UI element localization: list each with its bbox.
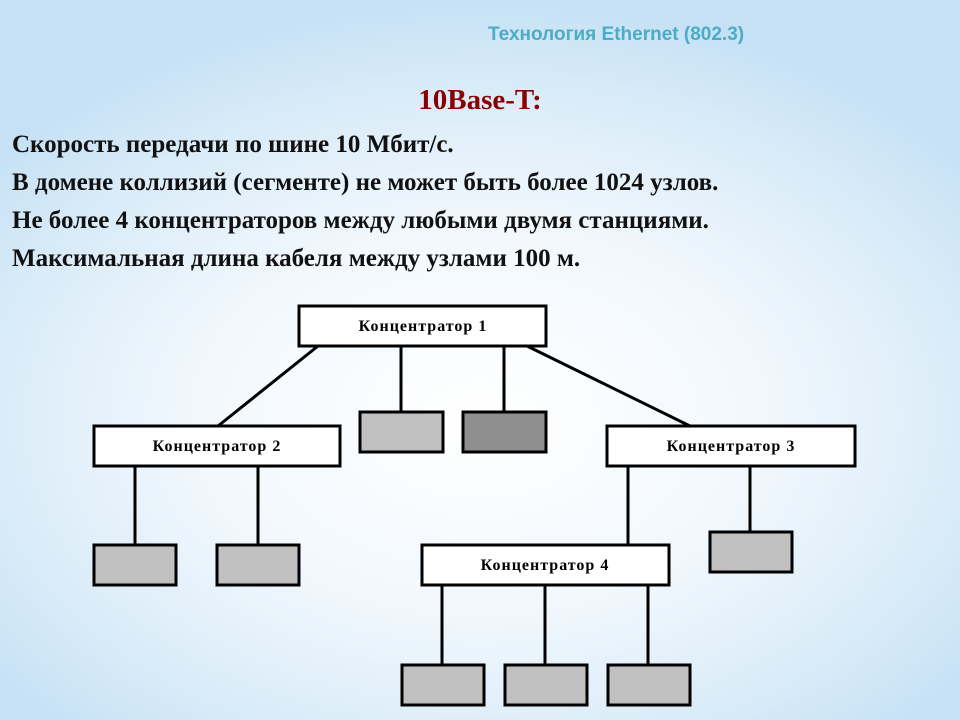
station [400,663,486,707]
station [358,410,445,454]
hub-3 [605,424,857,468]
slide-body: Скорость передачи по шине 10 Мбит/с. В д… [12,126,718,278]
connections [133,344,752,665]
slide-subtitle: 10Base-T: [418,84,542,116]
station [215,543,301,587]
link [217,344,319,428]
hub-2-label: Концентратор 2 [153,438,282,455]
hub-1 [297,304,548,348]
station [92,543,178,587]
station [708,530,794,574]
body-line: Максимальная длина кабеля между узлами 1… [12,245,581,272]
link [526,344,691,428]
hub-4 [420,543,671,587]
hub-3-label: Концентратор 3 [667,438,796,455]
body-line: В домене коллизий (сегменте) не может бы… [12,169,719,196]
station [606,663,692,707]
hub-4-label: Концентратор 4 [481,557,610,574]
hub-1-label: Концентратор 1 [359,318,488,335]
body-line: Скорость передачи по шине 10 Мбит/с. [12,131,454,158]
station-highlighted [461,410,548,454]
hub-2 [92,424,342,468]
body-line: Не более 4 концентраторов между любыми д… [12,207,709,234]
station [503,663,589,707]
slide-header: Технология Ethernet (802.3) [488,24,745,45]
